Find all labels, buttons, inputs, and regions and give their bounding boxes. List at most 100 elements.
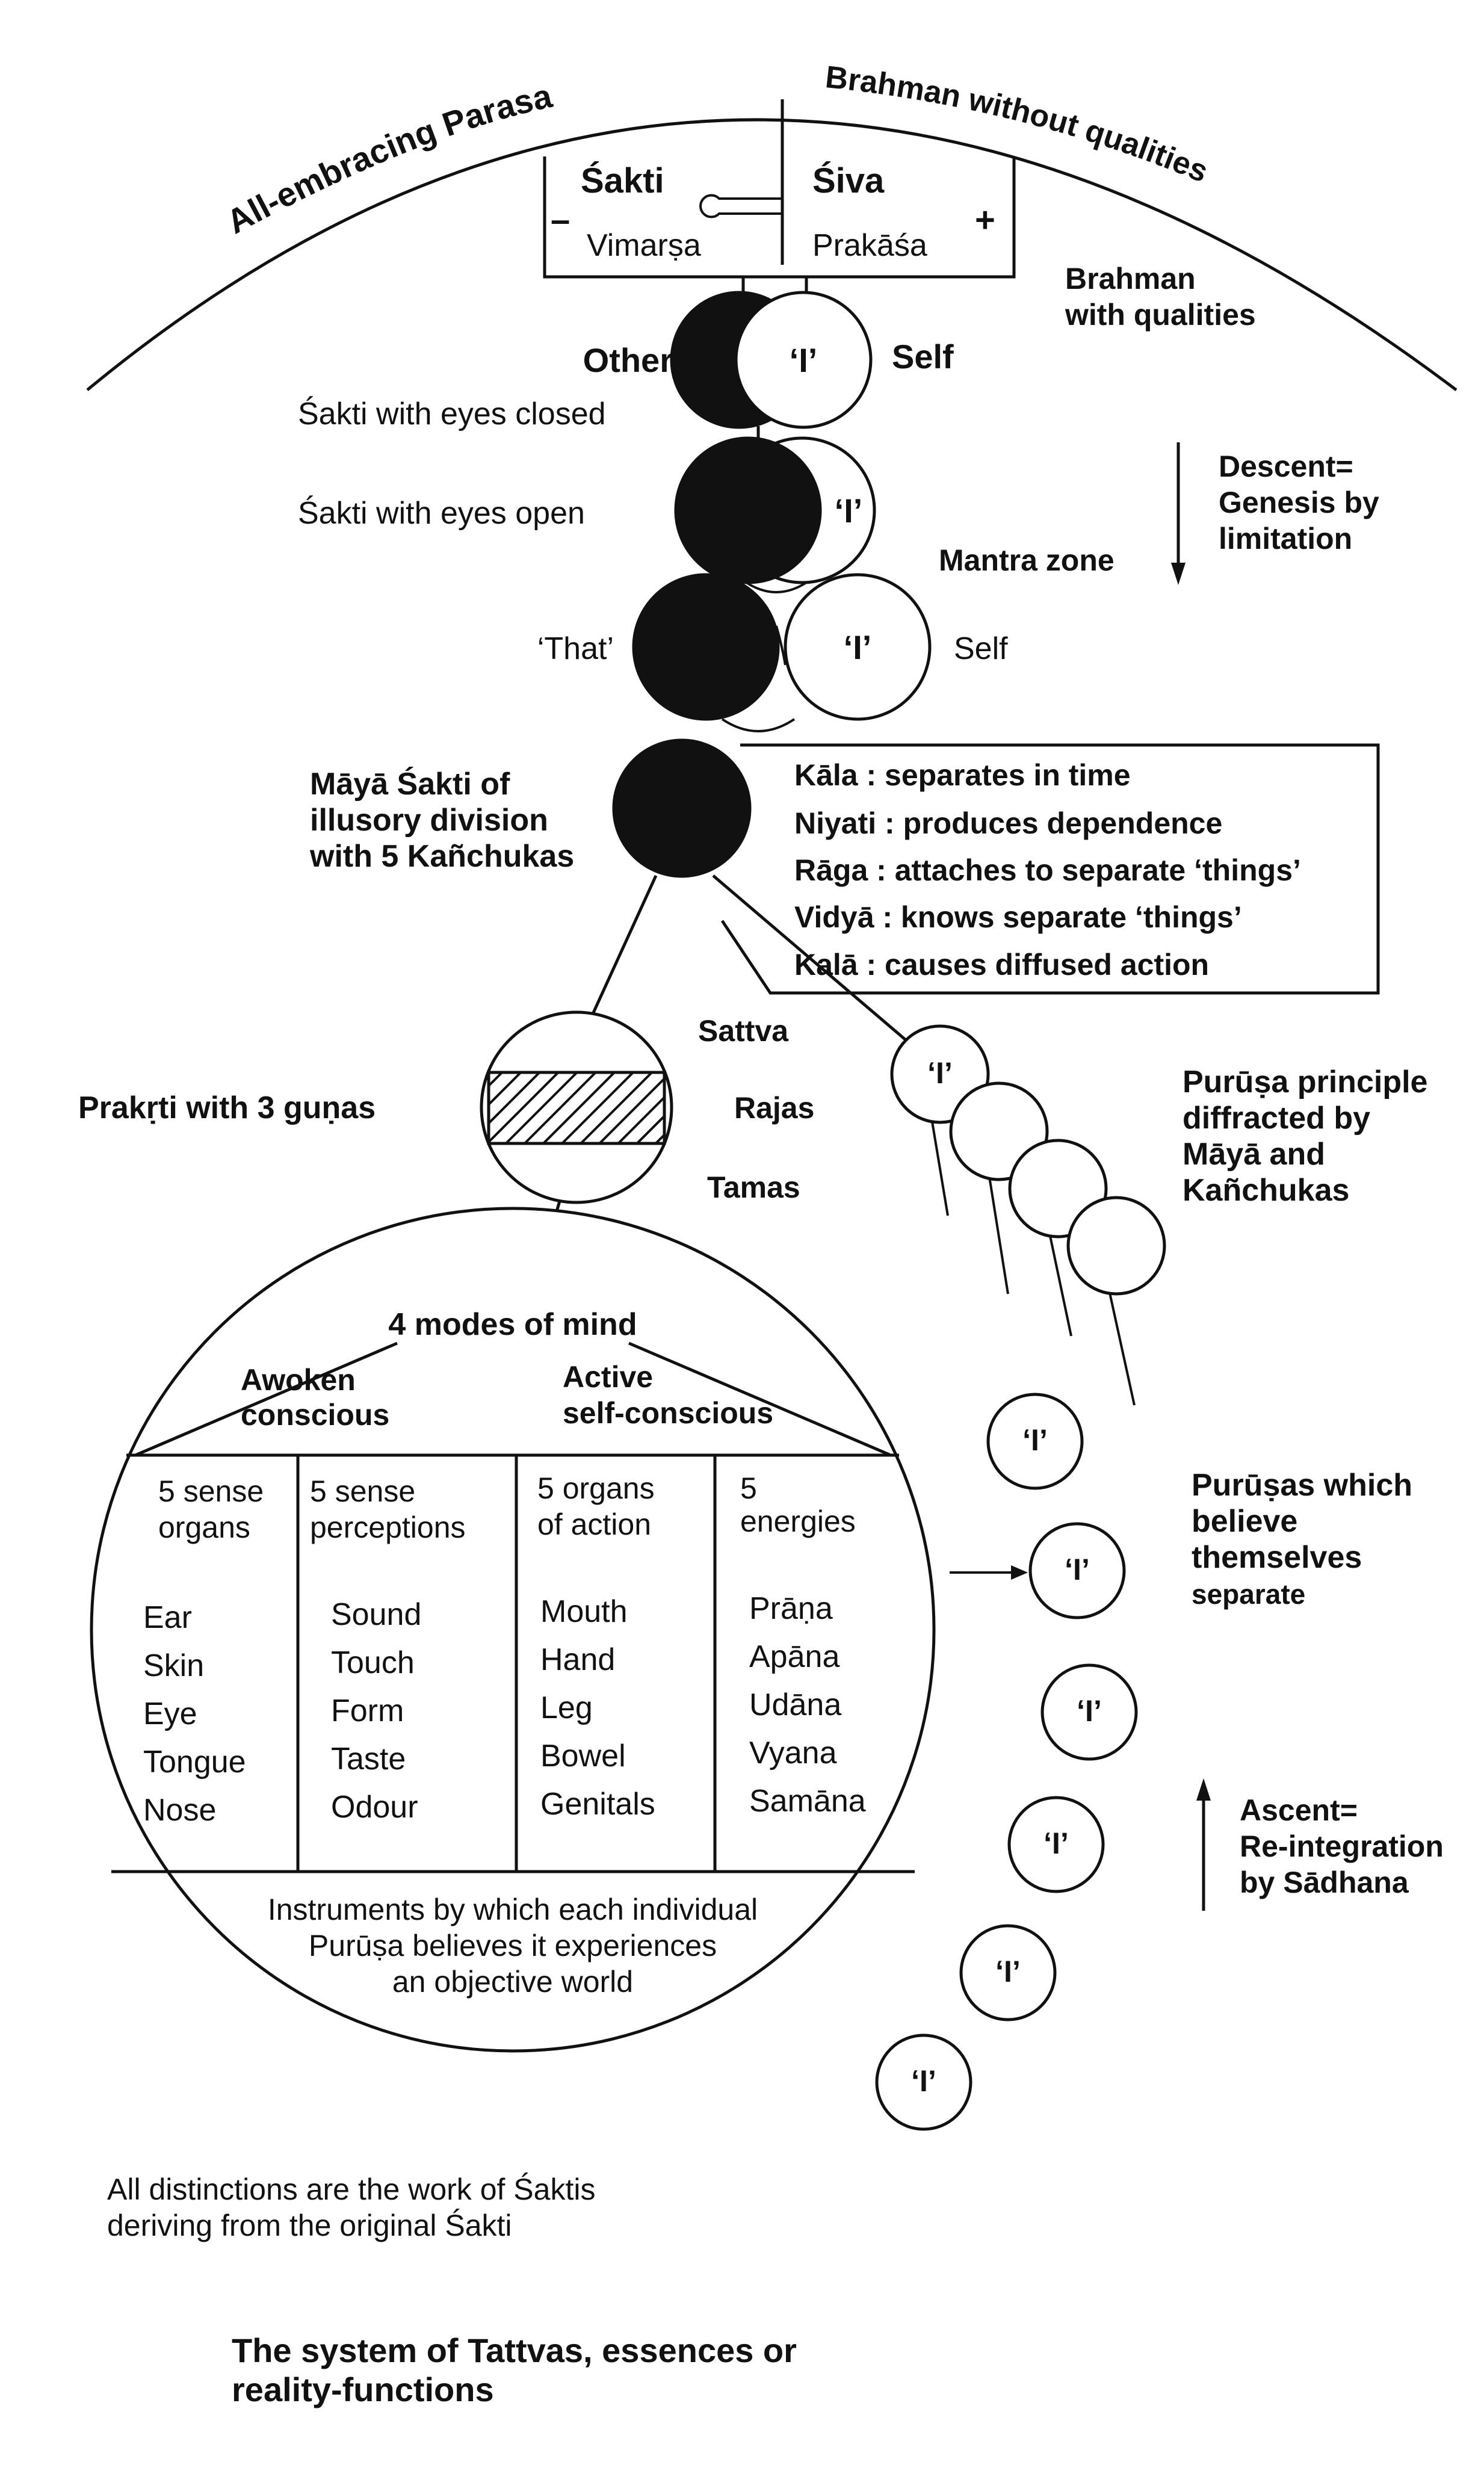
purusa-circle (986, 1393, 1084, 1490)
i-mark: ‘I’ (911, 2064, 936, 2098)
column-item: Taste (331, 1742, 406, 1777)
separate-purusas: ‘I’ ‘I’ ‘I’ ‘I’ ‘I’ ‘I’ (875, 1393, 1138, 2131)
ascent-arrow-icon (1196, 1778, 1211, 1801)
sakti-label: Śakti (581, 161, 664, 200)
mind-title: 4 modes of mind (388, 1307, 637, 1342)
column-item: Hand (540, 1642, 615, 1677)
descent-arrow-icon (1171, 563, 1186, 585)
purusa-stem (1046, 1221, 1072, 1337)
connector-level2-level3 (745, 581, 808, 593)
column-header: 5 sense (310, 1474, 415, 1508)
maya-line3: with 5 Kañchukas (309, 839, 574, 874)
column-header: of action (537, 1508, 651, 1541)
purusa-circle (1040, 1663, 1138, 1761)
kanchuka-item: Vidyā : knows separate ‘things’ (794, 900, 1242, 934)
caption-line2: reality-functions (232, 2371, 494, 2408)
instruments-line2: Purūṣa believes it experiences (309, 1929, 717, 1962)
parasamvit-label: All-embracing Parasamvit (0, 0, 555, 241)
self-white-circle-level3 (784, 573, 932, 721)
self-label-level3: Self (954, 631, 1008, 666)
purusa-circle (875, 2033, 972, 2131)
separate-line4: separate (1192, 1579, 1305, 1610)
i-mark-diffracted: ‘I’ (927, 1056, 953, 1090)
column-item: Touch (331, 1645, 415, 1680)
mind-diag-left (135, 1341, 398, 1457)
column-header: 5 organs (537, 1471, 655, 1505)
separate-line1: Purūṣas which (1192, 1468, 1412, 1503)
column-item: Form (331, 1693, 404, 1728)
rajas-hatched-band (487, 1071, 666, 1145)
mantra-zone-label: Mantra zone (939, 543, 1115, 577)
purusa-circle (959, 1924, 1057, 2021)
diffracted-line3: Māyā and (1183, 1137, 1325, 1172)
column-item: Nose (143, 1793, 216, 1828)
eyes-closed-label: Śakti with eyes closed (298, 396, 606, 431)
distinctions-line2: deriving from the original Śakti (107, 2208, 512, 2242)
diffracted-line1: Purūṣa principle (1183, 1065, 1427, 1099)
plus-sign: + (975, 200, 995, 240)
rajas-label: Rajas (734, 1091, 814, 1125)
self-label: Self (892, 338, 954, 376)
mind-column-sense-perceptions: 5 sense perceptions Sound Touch Form Tas… (310, 1474, 466, 1825)
diffracted-line2: diffracted by (1183, 1101, 1370, 1136)
siva-sakti-box (543, 156, 1016, 279)
column-item: Skin (143, 1648, 204, 1683)
ascent-line1: Ascent= (1240, 1793, 1358, 1827)
column-header: 5 (740, 1471, 757, 1505)
purusa-stem (1106, 1281, 1136, 1406)
maya-black-circle (612, 738, 752, 878)
column-header: organs (158, 1511, 250, 1544)
parasamvit-arc (86, 118, 1458, 391)
mind-column-energies: 5 energies Prāṇa Apāna Udāna Vyana Samān… (740, 1471, 866, 1819)
descent-line3: limitation (1219, 522, 1352, 555)
that-black-circle (632, 573, 780, 721)
prakrti-label: Prakṛti with 3 guṇas (78, 1090, 376, 1125)
i-mark-level2: ‘I’ (835, 492, 863, 530)
descent-line2: Genesis by (1219, 486, 1379, 519)
arrow-right-icon (1011, 1565, 1028, 1580)
other-label: Other (583, 341, 673, 379)
column-item: Apāna (749, 1639, 839, 1674)
kanchuka-item: Niyati : produces dependence (794, 806, 1222, 840)
column-item: Genitals (540, 1787, 655, 1822)
column-item: Mouth (540, 1594, 628, 1629)
siva-sakti-hook (699, 194, 782, 218)
instruments-line3: an objective world (392, 1965, 633, 1999)
column-item: Vyana (749, 1736, 837, 1771)
connector-level3-level4 (721, 718, 796, 732)
i-mark: ‘I’ (1065, 1553, 1090, 1586)
minus-sign: – (551, 200, 570, 240)
diffracted-line4: Kañchukas (1183, 1173, 1349, 1208)
column-item: Bowel (540, 1739, 626, 1774)
instruments-line1: Instruments by which each individual (268, 1893, 758, 1926)
purusa-stem (986, 1161, 1009, 1294)
caption-line1: The system of Tattvas, essences or (232, 2331, 797, 2369)
maya-line1: Māyā Śakti of (310, 767, 510, 802)
awoken-line2: conscious (241, 1398, 389, 1432)
column-item: Odour (331, 1790, 418, 1825)
column-header: 5 sense (158, 1474, 264, 1508)
tamas-label: Tamas (707, 1171, 800, 1204)
active-line1: Active (563, 1360, 653, 1394)
kanchukas-box (720, 743, 1380, 995)
sattva-label: Sattva (698, 1014, 789, 1048)
self-white-circle (734, 291, 873, 429)
descent-line1: Descent= (1219, 450, 1353, 483)
column-item: Samāna (749, 1784, 866, 1819)
ascent-line3: by Sādhana (1240, 1866, 1409, 1899)
maya-line2: illusory division (310, 803, 548, 838)
i-mark: ‘I’ (995, 1955, 1021, 1988)
eyes-open-black-circle (674, 436, 822, 584)
column-item: Sound (331, 1597, 421, 1632)
kanchukas-list: Kāla : separates in time Niyati : produc… (794, 758, 1301, 982)
kanchuka-item: Rāga : attaches to separate ‘things’ (794, 853, 1301, 887)
i-mark: ‘I’ (1043, 1826, 1069, 1860)
active-line2: self-conscious (563, 1396, 773, 1430)
column-item: Prāṇa (749, 1591, 833, 1626)
i-mark: ‘I’ (1077, 1694, 1102, 1728)
mind-circle (90, 1207, 936, 2053)
brahman-with-line1: Brahman (1065, 262, 1196, 295)
mind-column-organs-of-action: 5 organs of action Mouth Hand Leg Bowel … (537, 1471, 655, 1822)
